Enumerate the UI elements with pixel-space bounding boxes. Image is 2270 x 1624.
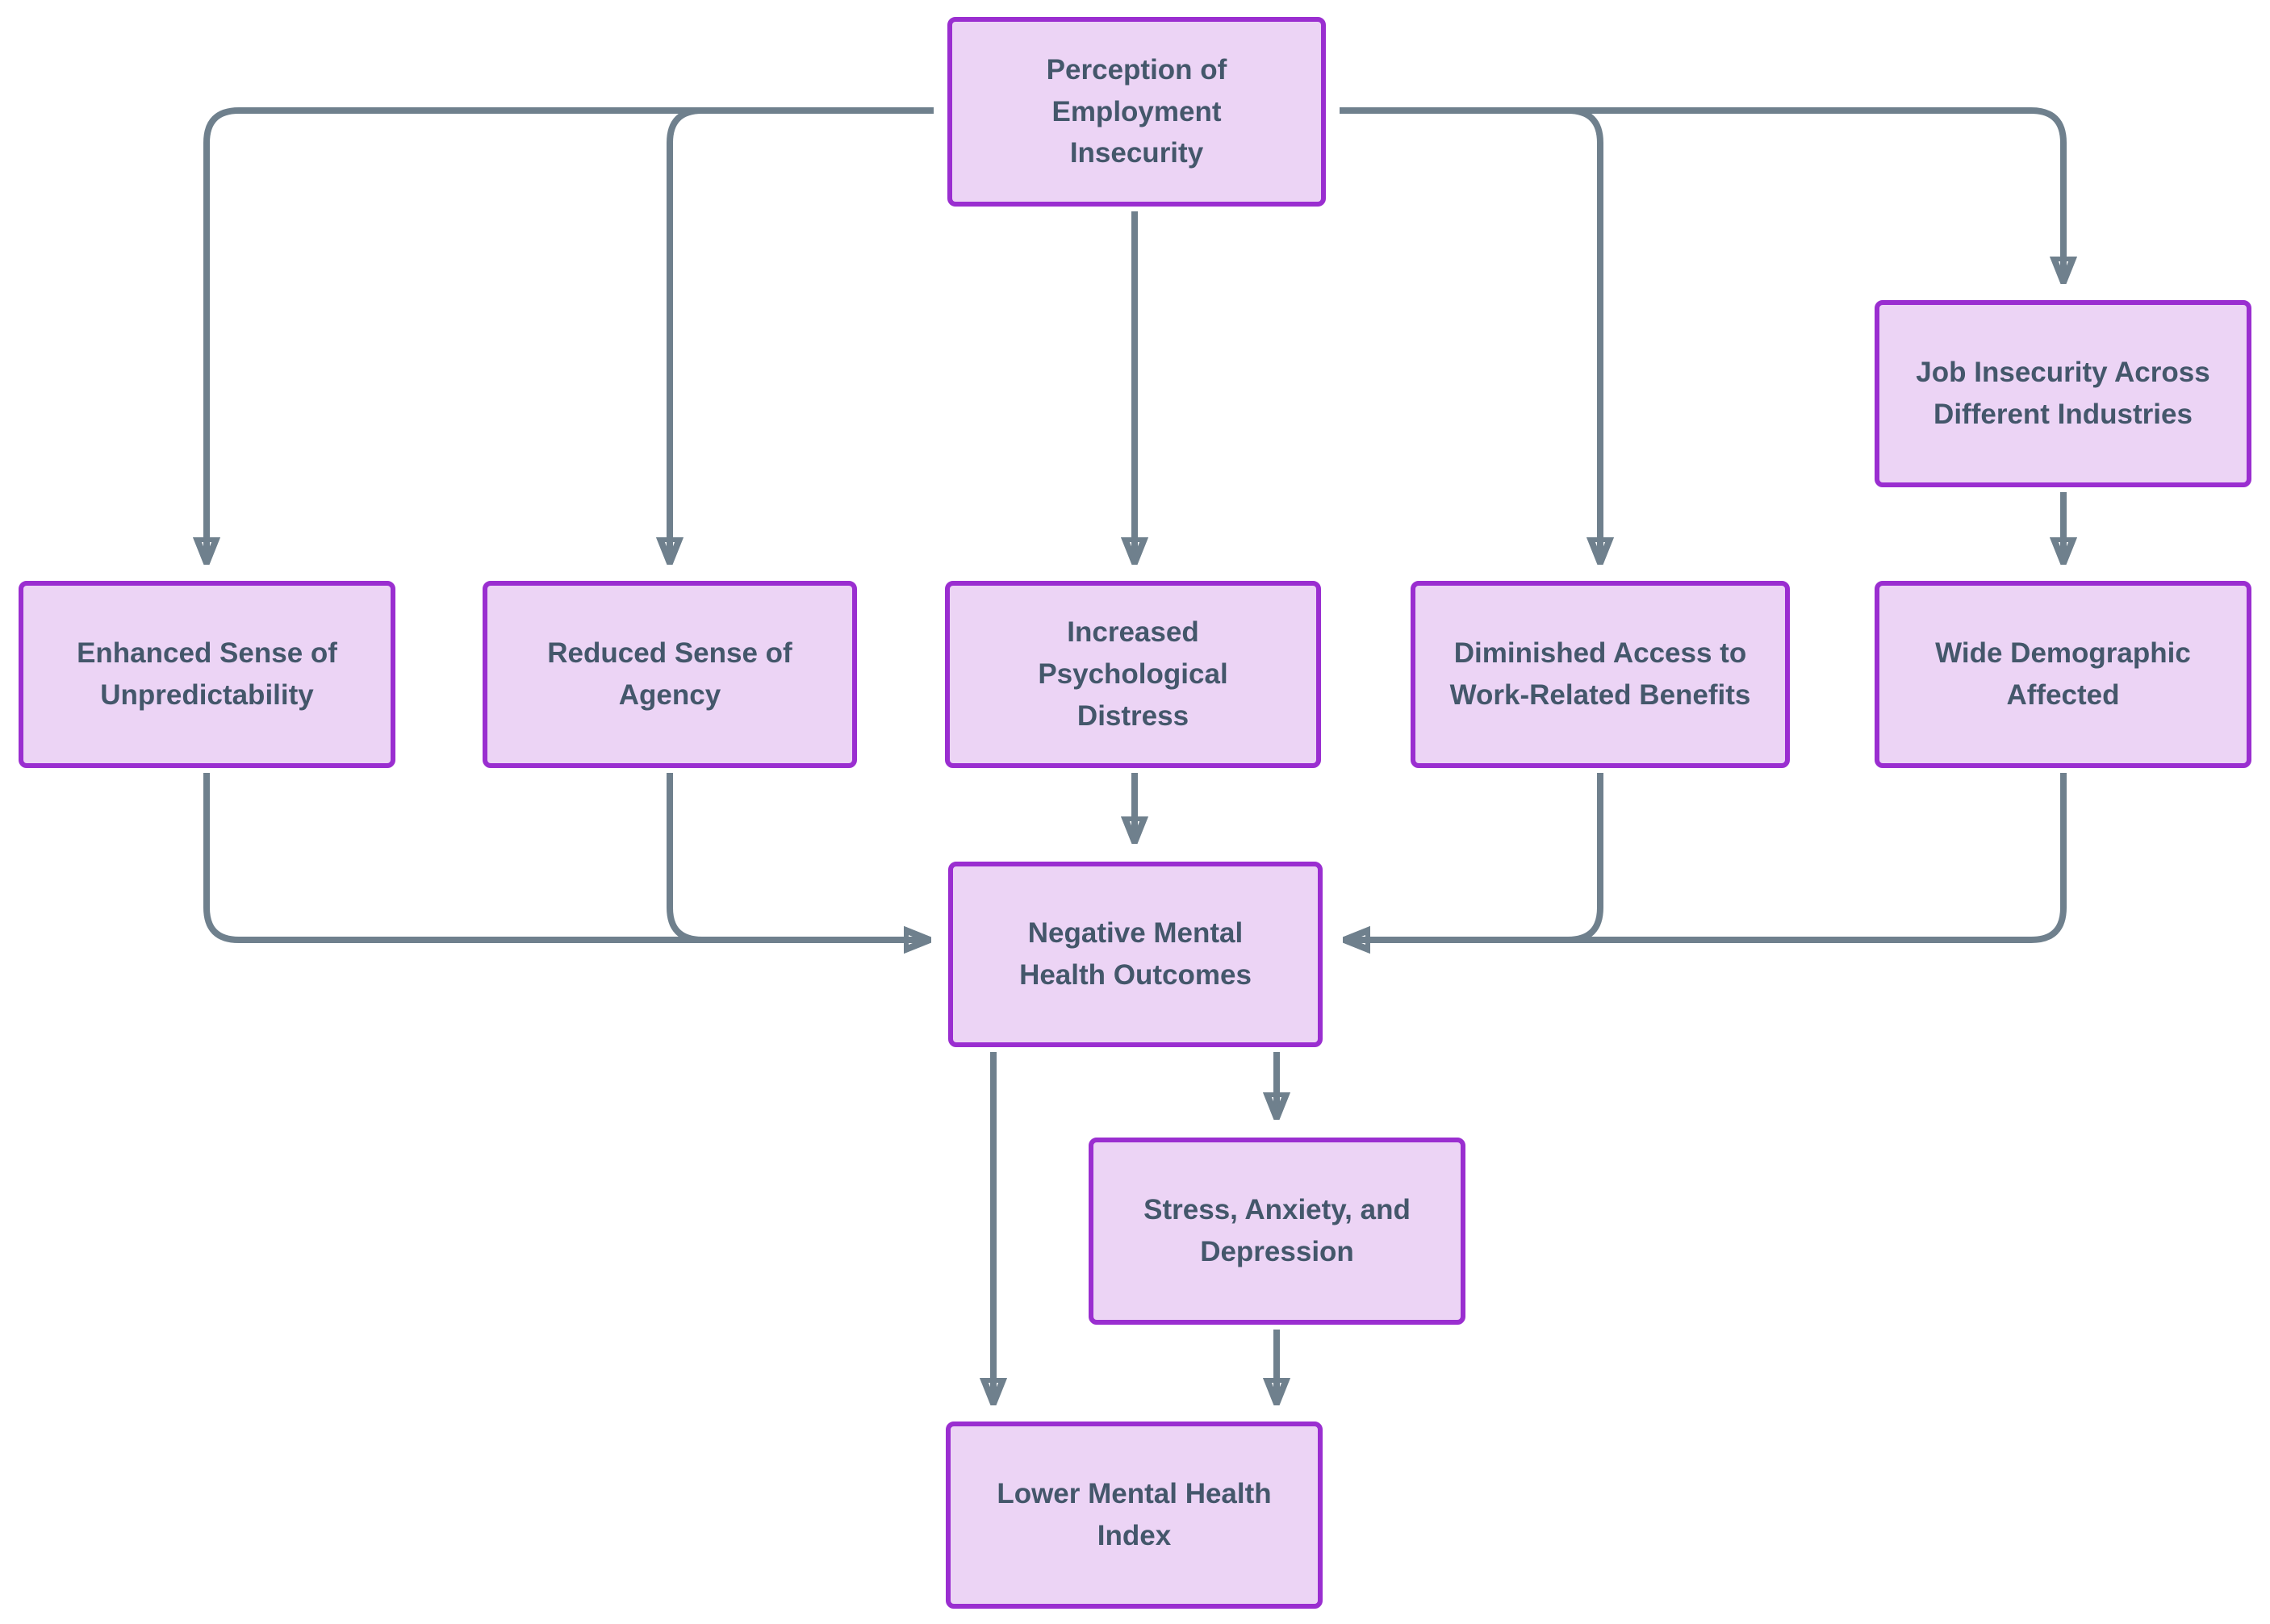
- edge-perception-to-reduced: [670, 107, 934, 562]
- edge-reduced-to-negative-outcomes: [667, 773, 928, 940]
- edge-perception-to-job-insecurity: [1340, 107, 2063, 281]
- node-job-insecurity-across-different-industries: Job Insecurity Across Different Industri…: [1875, 300, 2251, 487]
- node-label: Increased Psychological Distress: [1038, 616, 1228, 732]
- edge-wide-demographic-to-negative-outcomes: [1346, 773, 2067, 940]
- node-label: Reduced Sense of Agency: [547, 637, 792, 711]
- node-negative-mental-health-outcomes: Negative Mental Health Outcomes: [948, 862, 1323, 1047]
- node-label: Enhanced Sense of Unpredictability: [77, 637, 337, 711]
- node-stress-anxiety-and-depression: Stress, Anxiety, and Depression: [1089, 1138, 1465, 1325]
- node-label: Lower Mental Health Index: [997, 1478, 1272, 1551]
- node-reduced-sense-of-agency: Reduced Sense of Agency: [483, 581, 857, 768]
- node-wide-demographic-affected: Wide Demographic Affected: [1875, 581, 2251, 768]
- node-label: Diminished Access to Work-Related Benefi…: [1449, 637, 1751, 711]
- node-perception-of-employment-insecurity: Perception of Employment Insecurity: [947, 17, 1326, 207]
- node-label: Perception of Employment Insecurity: [1046, 53, 1227, 169]
- node-label: Negative Mental Health Outcomes: [1019, 917, 1252, 991]
- node-increased-psychological-distress: Increased Psychological Distress: [945, 581, 1321, 768]
- node-label: Stress, Anxiety, and Depression: [1143, 1194, 1411, 1267]
- node-lower-mental-health-index: Lower Mental Health Index: [946, 1422, 1323, 1609]
- edge-perception-to-diminished: [1340, 107, 1600, 562]
- edge-diminished-to-negative-outcomes: [1346, 773, 1603, 940]
- edge-perception-to-enhanced: [207, 107, 934, 562]
- node-diminished-access-to-work-related-benefits: Diminished Access to Work-Related Benefi…: [1411, 581, 1790, 768]
- edge-enhanced-to-negative-outcomes: [203, 773, 928, 940]
- node-label: Wide Demographic Affected: [1935, 637, 2191, 711]
- node-enhanced-sense-of-unpredictability: Enhanced Sense of Unpredictability: [19, 581, 395, 768]
- node-label: Job Insecurity Across Different Industri…: [1916, 357, 2210, 430]
